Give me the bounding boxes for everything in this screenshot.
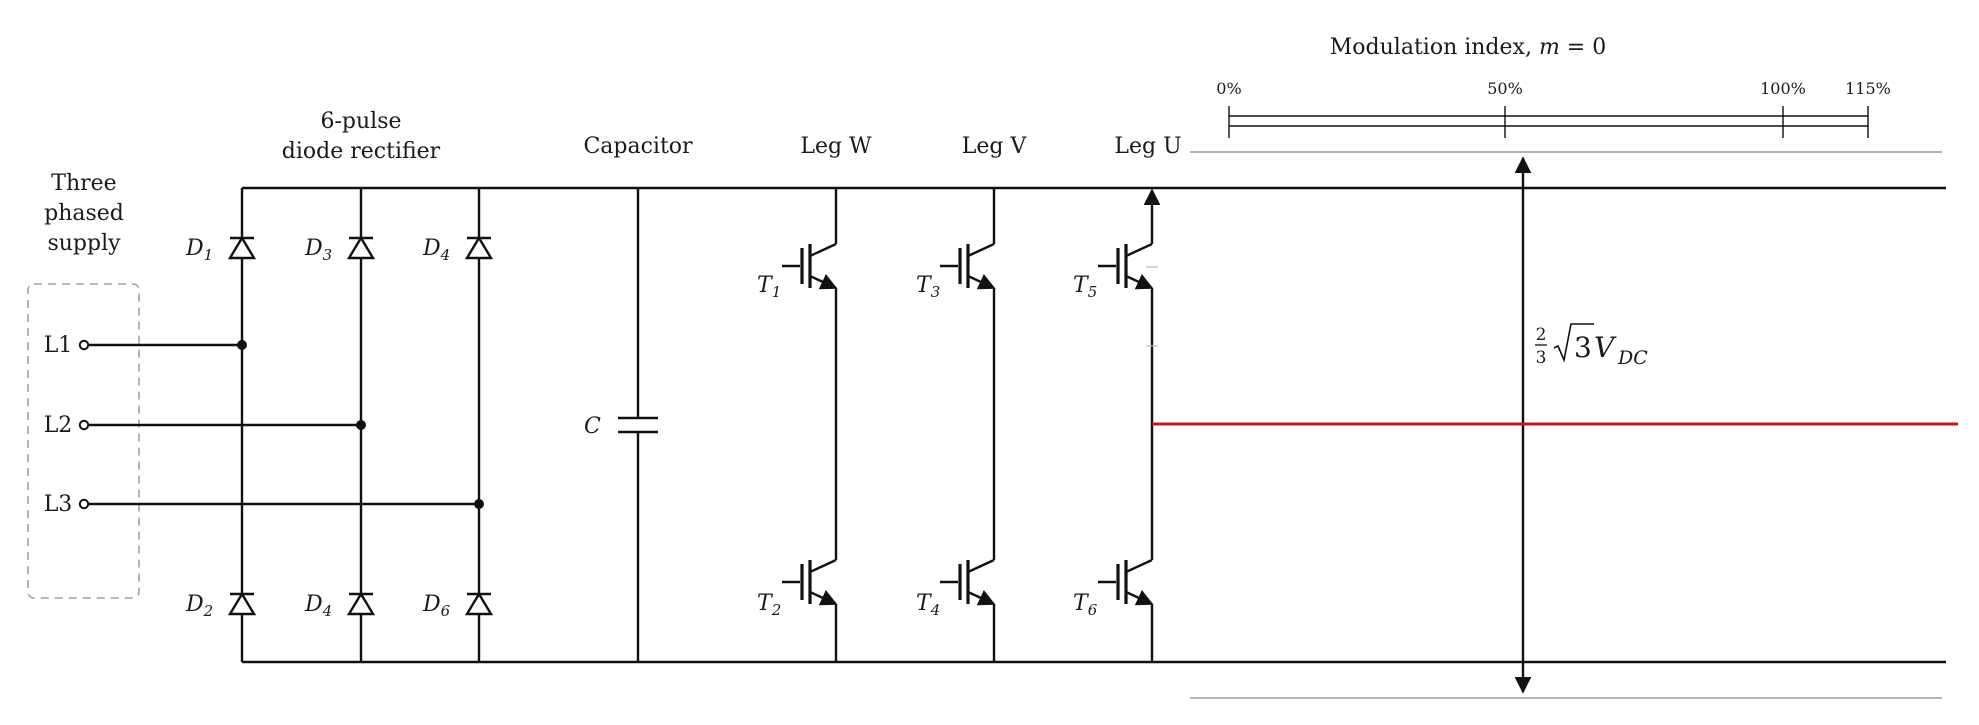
svg-text:3: 3 <box>1574 331 1592 364</box>
rectifier-title-line1: 6-pulse <box>320 109 401 134</box>
transistor-label-t6: T6 <box>1073 591 1098 619</box>
diode-d4-top <box>464 235 494 260</box>
capacitor-title: Capacitor <box>583 134 693 159</box>
supply-title-line3: supply <box>47 231 121 256</box>
supply-title-line2: phased <box>44 201 124 226</box>
transistor-label-t2: T2 <box>757 591 781 619</box>
diode-label-d6: D6 <box>422 592 451 620</box>
leg-w-title: Leg W <box>800 134 872 159</box>
diode-d6 <box>464 591 494 616</box>
scale-tick-label-100: 100% <box>1760 79 1806 98</box>
scale-tick-label-0: 0% <box>1216 79 1241 98</box>
svg-text:3: 3 <box>1536 348 1547 368</box>
diode-d3 <box>346 235 376 260</box>
svg-text:2: 2 <box>1536 325 1547 345</box>
diode-label-d1: D1 <box>185 236 213 264</box>
supply-title-line1: Three <box>51 171 116 196</box>
transistor-t5 <box>1098 242 1154 290</box>
diode-label-d2: D2 <box>185 592 213 620</box>
supply-dashed-box <box>27 283 140 599</box>
terminal-l2 <box>78 419 90 431</box>
capacitor-c <box>618 188 658 662</box>
modulation-scale-bar <box>1228 106 1869 138</box>
scale-tick-label-50: 50% <box>1487 79 1523 98</box>
terminal-l3 <box>78 498 90 510</box>
transistor-t2 <box>782 558 838 606</box>
transistor-label-t4: T4 <box>916 591 940 619</box>
terminal-l1 <box>78 339 90 351</box>
transistor-label-t1: T1 <box>757 273 781 301</box>
leg-v-title: Leg V <box>962 134 1028 159</box>
transistor-t1 <box>782 242 838 290</box>
diode-label-d4-top: D4 <box>422 236 450 264</box>
diode-d1 <box>227 235 257 260</box>
rectifier-title-line2: diode rectifier <box>282 139 441 164</box>
transistor-t6 <box>1098 558 1154 606</box>
transistor-t3 <box>940 242 996 290</box>
diode-d2 <box>227 591 257 616</box>
scale-tick-label-115: 115% <box>1845 79 1891 98</box>
phase-label-l1: L1 <box>44 333 73 358</box>
diode-label-d4-bottom: D4 <box>304 592 332 620</box>
leg-u-title: Leg U <box>1114 134 1181 159</box>
modulation-title: Modulation index, m = 0 <box>1330 35 1606 60</box>
phase-label-l3: L3 <box>44 492 73 517</box>
phase-label-l2: L2 <box>44 413 73 438</box>
transistor-label-t3: T3 <box>916 273 940 301</box>
svg-text:V: V <box>1594 331 1617 364</box>
diode-d4-bottom <box>346 591 376 616</box>
diode-label-d3: D3 <box>304 236 332 264</box>
voltage-span-label: 2 3 3 V DC <box>1535 323 1648 369</box>
transistor-t4 <box>940 558 996 606</box>
transistor-label-t5: T5 <box>1073 273 1097 301</box>
capacitor-label: C <box>584 414 601 439</box>
svg-text:DC: DC <box>1617 347 1648 369</box>
